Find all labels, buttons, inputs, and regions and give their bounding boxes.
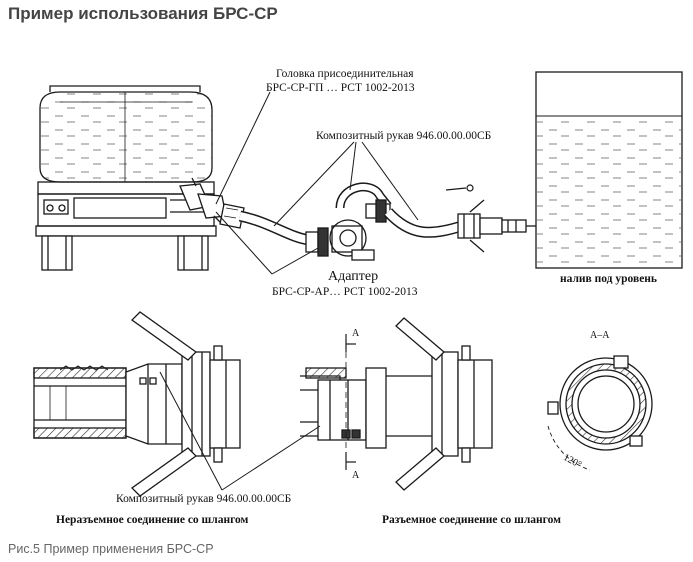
section-marker-top: А: [352, 328, 360, 339]
section-title: А–А: [590, 330, 610, 341]
pump-adapter: [305, 182, 392, 261]
locking-pin: [445, 184, 474, 192]
label-head-line1: Головка присоединительная: [276, 68, 414, 80]
angle-label: 120°: [561, 452, 583, 471]
tank-inlet-coupling: [457, 199, 540, 253]
page-title: Пример использования БРС-СР: [8, 4, 278, 23]
label-adapter-code: БРС-СР-АР… РСТ 1002-2013: [272, 286, 418, 298]
tank-truck: [35, 85, 217, 271]
label-hose-top: Композитный рукав 946.00.00.00СБ: [316, 130, 491, 142]
label-head-line2: БРС-СР-ГП … РСТ 1002-2013: [266, 82, 415, 94]
section-marker-bottom: А: [352, 470, 360, 481]
leader-hose-bottom-1: [159, 371, 223, 491]
label-hose-bottom: Композитный рукав 946.00.00.00СБ: [116, 493, 291, 505]
outlet-coupling: [179, 177, 227, 225]
receiving-tank: [535, 71, 683, 269]
label-fixed-connection: Неразъемное соединение со шлангом: [56, 514, 249, 526]
label-fill-level: налив под уровень: [560, 273, 657, 285]
section-aa-drawing: [547, 355, 653, 471]
detachable-connection-drawing: [300, 317, 493, 491]
figure-caption: Рис.5 Пример применения БРС-СР: [8, 542, 214, 556]
leader-hose-bottom-2: [221, 425, 321, 491]
section-markers: [345, 334, 356, 470]
label-adapter-title: Адаптер: [328, 269, 378, 284]
label-detachable-connection: Разъемное соединение со шлангом: [382, 514, 561, 526]
fixed-connection-drawing: [33, 311, 241, 497]
leader-lines: [215, 91, 419, 275]
